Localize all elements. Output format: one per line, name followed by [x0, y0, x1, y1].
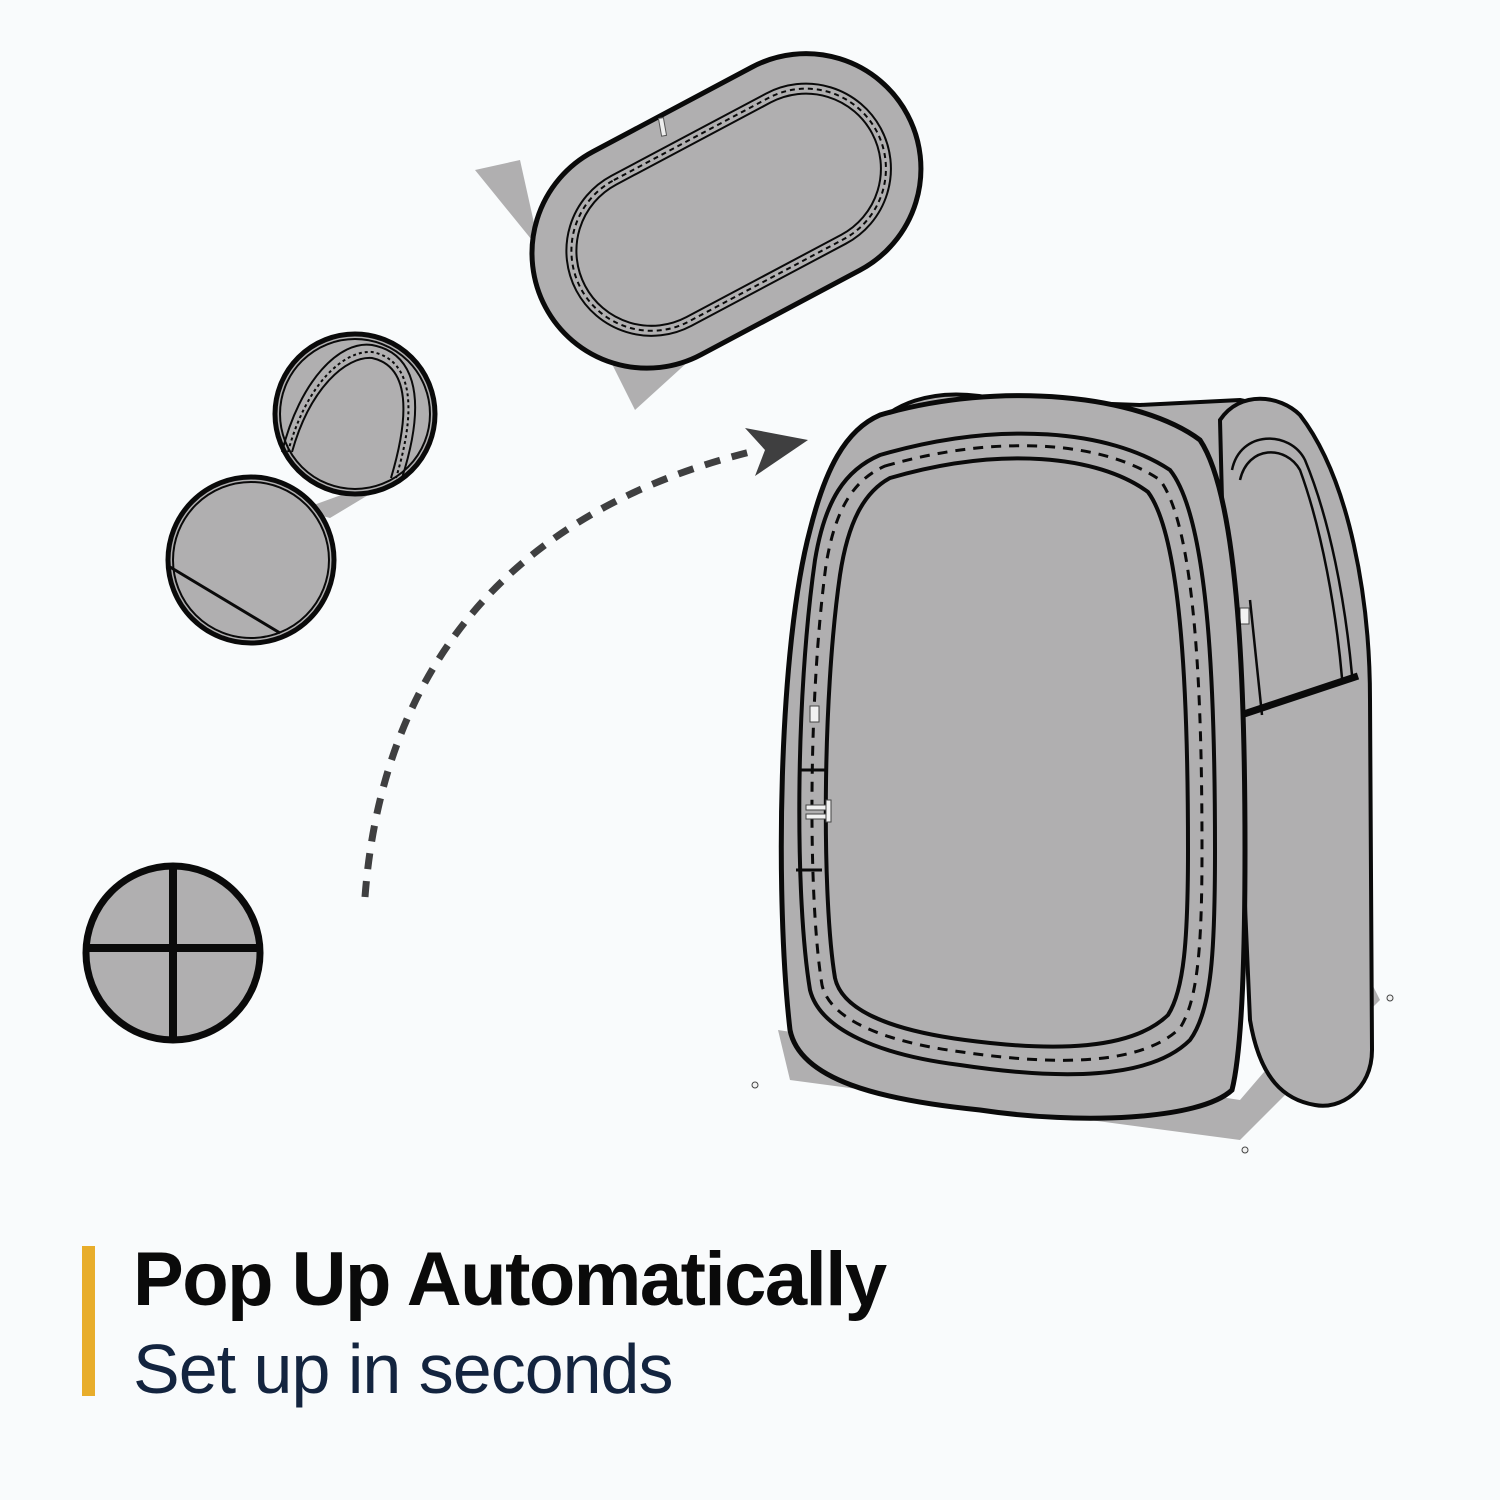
headline: Pop Up Automatically [133, 1237, 887, 1322]
dotted-curve-arrow-icon [361, 428, 808, 898]
folded-disc-icon [82, 862, 264, 1044]
half-open-discs-icon [165, 331, 438, 646]
popped-up-tent-icon [751, 392, 1394, 1154]
subheadline: Set up in seconds [133, 1330, 673, 1408]
flat-oval-tent-icon [475, 51, 924, 410]
caption-block: Pop Up Automatically Set up in seconds [82, 1242, 887, 1404]
